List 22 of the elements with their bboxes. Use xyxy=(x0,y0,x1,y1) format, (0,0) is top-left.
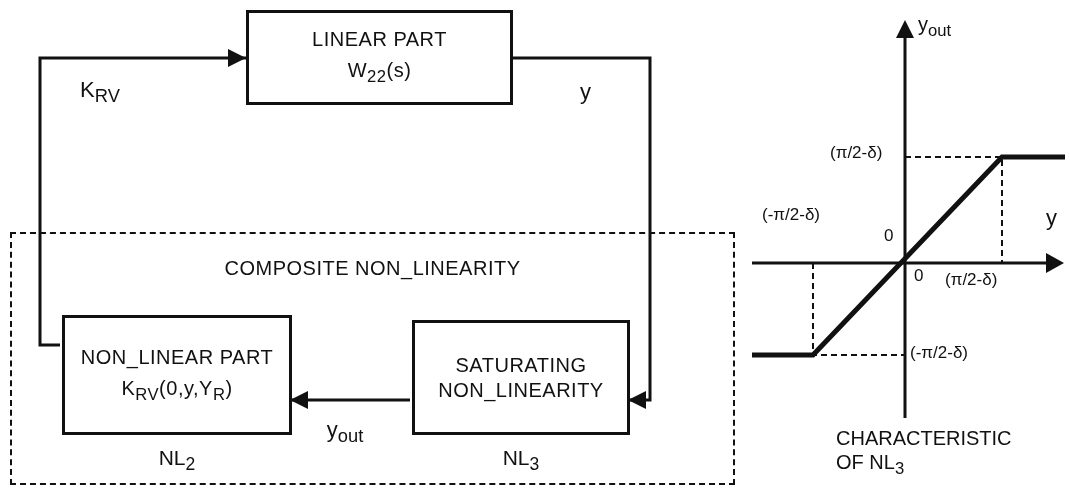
block-caption: NL$_{2}$ xyxy=(157,446,197,476)
tick-label: 0 xyxy=(914,266,924,287)
block-label: K$_{RV}$(0,y,Y$_{R}$) xyxy=(121,375,233,406)
block-label: W$_{22}$(s) xyxy=(347,58,412,88)
tick-label: (π/2-δ) xyxy=(830,143,883,164)
arrow xyxy=(38,49,246,347)
block-box xyxy=(246,10,513,105)
block-caption: NL$_{3}$ xyxy=(501,446,541,476)
axis-label: y xyxy=(1046,205,1057,232)
tick-label: (-π/2-δ) xyxy=(762,205,820,226)
arrow xyxy=(290,391,410,409)
block-label: SATURATING NON_LINEARITY xyxy=(437,352,605,403)
tick-label: (-π/2-δ) xyxy=(910,343,968,364)
dashed-group-box xyxy=(10,232,735,485)
tick-label: (π/2-δ) xyxy=(945,270,998,291)
arrow xyxy=(513,56,652,409)
block-label: NON_LINEAR PART xyxy=(80,344,274,370)
block-label: COMPOSITE NON_LINEARITY xyxy=(224,256,521,281)
axis-label: y$_{out}$ xyxy=(918,12,952,41)
chart-caption: CHARACTERISTIC OF NL$_{3}$ xyxy=(836,426,1013,479)
block-label: LINEAR PART xyxy=(312,27,447,53)
tick-label: 0 xyxy=(884,226,894,247)
